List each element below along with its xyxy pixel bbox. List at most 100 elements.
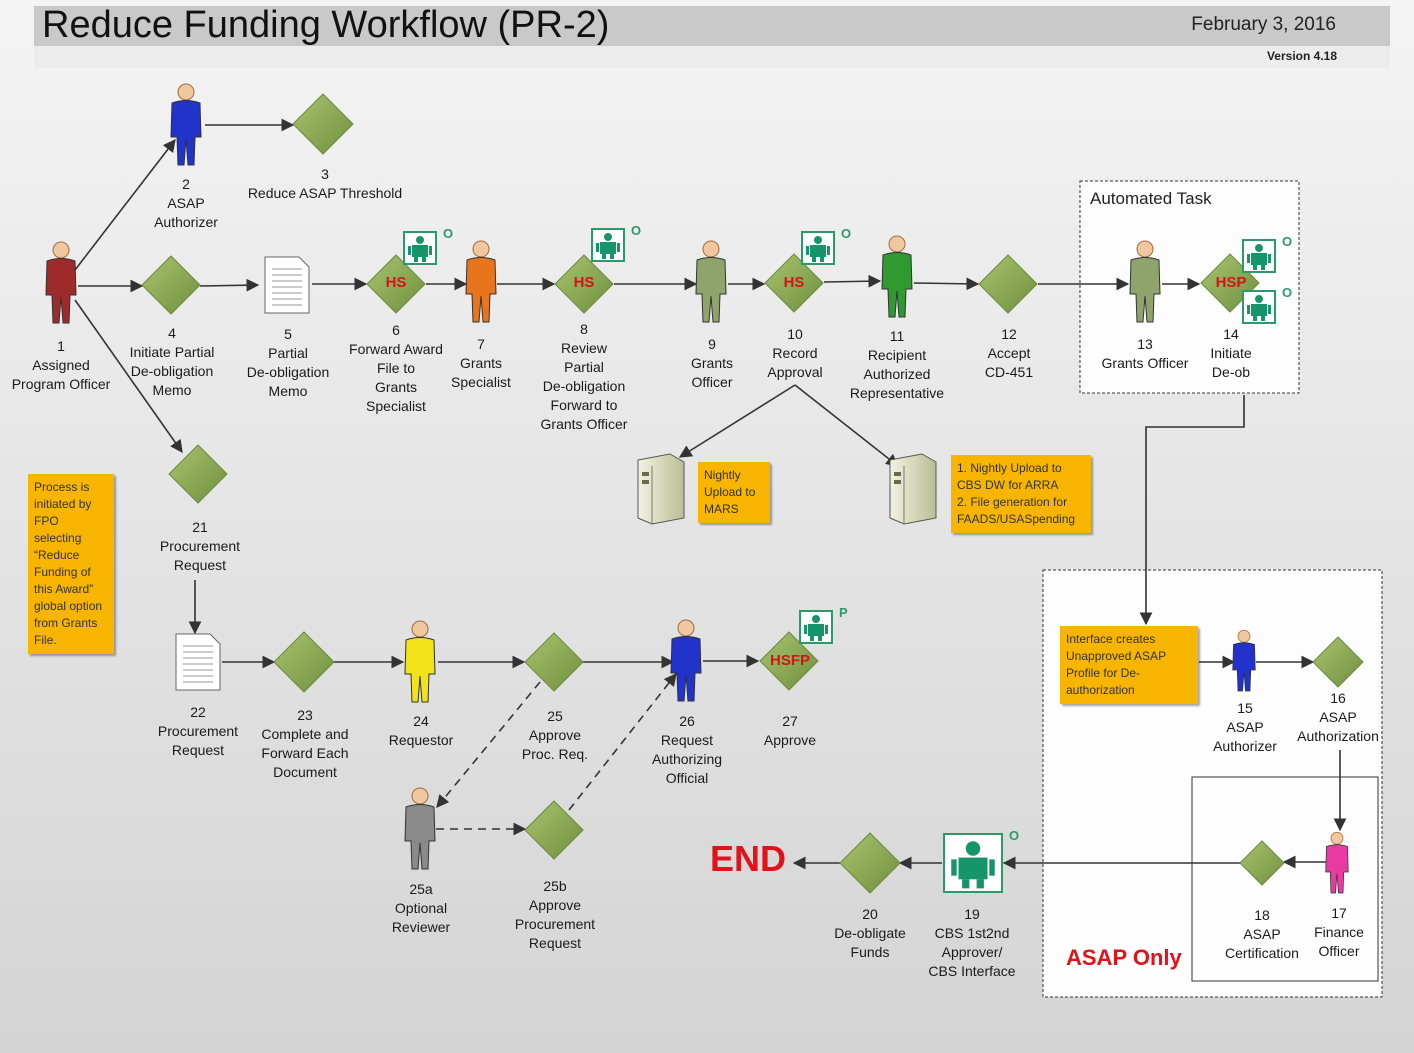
- label-node-16: 16 ASAP Authorization: [1297, 690, 1379, 744]
- edge-11-12: [913, 277, 980, 291]
- system-tag-letter: O: [1282, 285, 1292, 300]
- label-node-23: 23 Complete and Forward Each Document: [261, 707, 349, 780]
- actor-13-grants-officer: [1129, 240, 1161, 323]
- label-node-11: 11 Recipient Authorized Representative: [849, 328, 945, 401]
- label-node-26: 26 Request Authorizing Official: [651, 713, 723, 786]
- end-label: END: [710, 838, 787, 879]
- label-node-9: 9 Grants Officer: [690, 336, 733, 390]
- edge-14-interface: [1139, 395, 1245, 626]
- diamond-27: [759, 631, 819, 691]
- label-node-1: 1 Assigned Program Officer: [11, 338, 111, 392]
- actor-26-authorizing-official: [670, 619, 702, 702]
- label-node-21: 21 Procurement Request: [159, 519, 241, 573]
- edge-1-21: [74, 299, 183, 454]
- system-icon-19: O: [943, 828, 1019, 893]
- label-node-22: 22 Procurement Request: [157, 704, 239, 758]
- servers: [637, 453, 937, 525]
- note-cbs: 1. Nightly Upload to CBS DW for ARRA 2. …: [951, 455, 1091, 533]
- tag-hs-8: HS: [573, 274, 595, 291]
- actor-15-asap-authorizer: [1232, 629, 1256, 692]
- label-node-5: 5 Partial De-obligation Memo: [246, 326, 330, 399]
- diamond-23: [273, 631, 335, 693]
- system-icon-14b: O: [1242, 285, 1292, 324]
- diamond-18: [1239, 840, 1285, 886]
- tag-hsfp-27: HSFP: [769, 652, 810, 669]
- label-node-7: 7 Grants Specialist: [451, 336, 511, 390]
- edge-10-11: [823, 274, 882, 288]
- note-interface: Interface creates Unapproved ASAP Profil…: [1060, 626, 1198, 704]
- system-tag-letter: O: [443, 226, 453, 241]
- document-22-procurement: [175, 633, 221, 691]
- label-node-15: 15 ASAP Authorizer: [1213, 700, 1277, 754]
- actor-11-recipient: [881, 235, 913, 318]
- system-tag-letter: O: [841, 226, 851, 241]
- diamond-16: [1312, 636, 1364, 688]
- header-subbar: [34, 46, 1390, 68]
- decision-diamonds: [141, 93, 1364, 894]
- header-date: February 3, 2016: [1191, 14, 1336, 35]
- automated-task-label: Automated Task: [1090, 189, 1212, 208]
- actors: [45, 83, 1349, 894]
- note-process: Process is initiated by FPO selecting “R…: [28, 474, 114, 654]
- diamond-3: [292, 93, 354, 155]
- label-node-25a: 25a Optional Reviewer: [391, 881, 451, 935]
- actor-1-program-officer: [45, 241, 77, 324]
- edge-25b-26: [568, 672, 677, 811]
- diamond-25: [524, 632, 584, 692]
- system-tag-letter: P: [839, 605, 848, 620]
- system-icon-27: P: [799, 605, 848, 644]
- actor-17-finance-officer: [1325, 831, 1349, 894]
- label-node-25b: 25b Approve Procurement Request: [514, 878, 596, 951]
- label-node-10: 10 Record Approval: [767, 326, 823, 380]
- tag-hs-10: HS: [783, 274, 805, 291]
- diamond-25b: [524, 800, 584, 860]
- system-icon-10: O: [801, 226, 851, 265]
- diamond-8: [554, 254, 614, 314]
- diamond-12: [978, 254, 1038, 314]
- tag-hs-6: HS: [385, 274, 407, 291]
- page-title: Reduce Funding Workflow (PR-2): [42, 4, 610, 46]
- document-5-memo: [264, 256, 310, 314]
- dashed-connectors: [436, 672, 677, 836]
- actor-2-asap-authorizer: [170, 83, 202, 166]
- actor-25a-optional-reviewer: [404, 787, 436, 870]
- server-mars: [637, 453, 685, 525]
- system-tag-letter: O: [1282, 234, 1292, 249]
- actor-7-grants-specialist: [465, 240, 497, 323]
- label-node-6: 6 Forward Award File to Grants Specialis…: [349, 322, 443, 414]
- edge-10-mars: [678, 384, 796, 458]
- label-node-14: 14 Initiate De-ob: [1210, 326, 1252, 380]
- diamond-21: [168, 444, 228, 504]
- system-icon-8: O: [591, 223, 641, 262]
- edge-1-2: [74, 138, 176, 271]
- server-cbs: [889, 453, 937, 525]
- system-tag-letter: O: [631, 223, 641, 238]
- connectors: [74, 118, 1347, 870]
- edge-4-5: [199, 278, 260, 292]
- label-node-20: 20 De-obligate Funds: [834, 906, 906, 960]
- label-node-4: 4 Initiate Partial De-obligation Memo: [129, 325, 215, 398]
- label-node-12: 12 Accept CD-451: [984, 326, 1034, 380]
- label-node-24: 24 Requestor: [388, 713, 454, 748]
- label-node-27: 27 Approve: [763, 713, 817, 748]
- header-version: Version 4.18: [1266, 49, 1337, 63]
- label-node-25: 25 Approve Proc. Req.: [521, 708, 589, 762]
- tag-hsp-14: HSP: [1215, 274, 1247, 291]
- diamond-6: [366, 254, 426, 314]
- label-node-8: 8 Review Partial De-obligation Forward t…: [540, 321, 628, 432]
- asap-only-label: ASAP Only: [1066, 945, 1182, 970]
- header-bar: [34, 6, 1390, 46]
- actor-24-requestor: [404, 620, 436, 703]
- diamond-20: [839, 832, 901, 894]
- label-node-19: 19 CBS 1st2nd Approver/ CBS Interface: [928, 906, 1016, 979]
- label-node-13: 13 Grants Officer: [1101, 336, 1189, 371]
- label-node-3: 3 Reduce ASAP Threshold: [247, 166, 403, 201]
- system-tag-letter: O: [1009, 828, 1019, 843]
- system-icon-6: O: [403, 226, 453, 265]
- diamond-10: [764, 253, 824, 313]
- label-node-2: 2 ASAP Authorizer: [154, 176, 218, 230]
- system-icons: O O O O O P O: [403, 223, 1292, 893]
- asap-inner-box: [1191, 776, 1379, 982]
